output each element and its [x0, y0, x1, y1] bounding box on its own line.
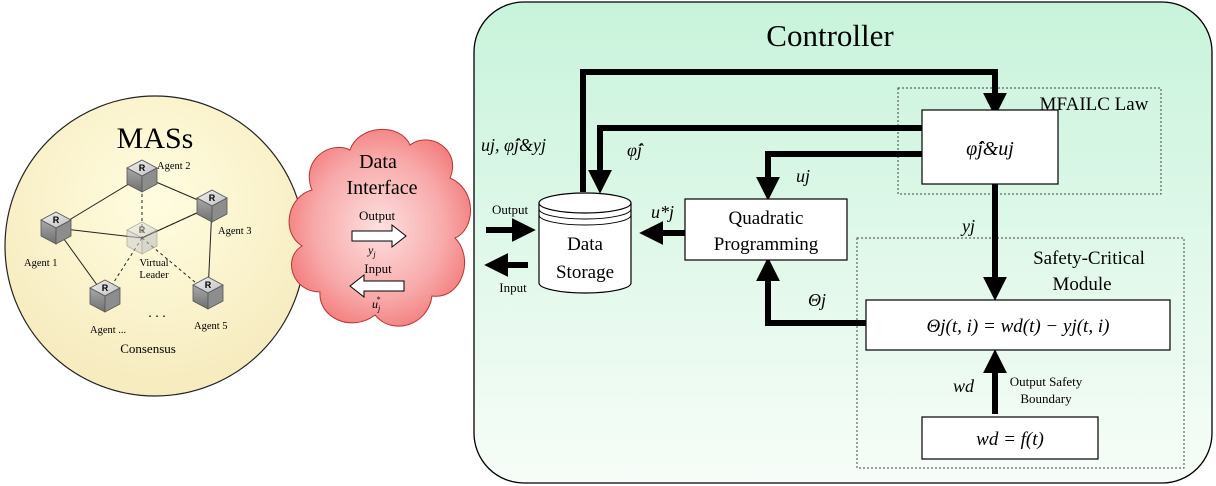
cloud-shape — [288, 129, 471, 327]
arrow-phi-to-storage — [588, 125, 922, 194]
agent-1-label: Agent 1 — [24, 258, 58, 269]
agent-1-icon: R — [40, 211, 72, 245]
signal-u: uj — [796, 166, 810, 186]
virtual-leader-icon: R — [126, 221, 158, 255]
safety-label-1: Safety-Critical — [1033, 248, 1145, 269]
qp-box — [684, 198, 848, 261]
storage-input-label: Input — [499, 280, 527, 295]
interface-output-signal: yj — [367, 243, 376, 259]
signal-wd: wd — [953, 376, 975, 396]
agent-3-icon: R — [196, 189, 228, 223]
wd-box — [921, 416, 1099, 460]
agent-n-label: Agent ... — [90, 325, 126, 336]
controller-panel: Controller MFAILC Law Safety-Critical Mo… — [473, 1, 1213, 484]
storage-label-2: Storage — [556, 262, 614, 283]
theta-box-text: Θj(t, i) = wd(t) − yj(t, i) — [927, 316, 1110, 337]
output-safety-label-2: Boundary — [1020, 391, 1072, 406]
storage-output-label: Output — [492, 202, 529, 217]
interface-input-label: Input — [364, 261, 392, 276]
agent-5-icon: R — [192, 276, 224, 310]
cylinder-ring — [538, 208, 632, 220]
data-interface-cloud: Data Interface Output yj Input uj* — [288, 129, 471, 327]
arrow-storage-to-mfailc — [580, 69, 1007, 192]
mas-panel: MASs Consensus R R — [4, 95, 306, 397]
mfailc-label: MFAILC Law — [1040, 94, 1149, 115]
wd-box-text: wd = f(t) — [976, 429, 1044, 450]
cylinder-ring — [538, 214, 632, 226]
agent-glyph: R — [205, 280, 212, 290]
storage-label-1: Data — [567, 234, 603, 255]
output-hollow-arrow-icon — [351, 223, 407, 249]
controller-title: Controller — [766, 18, 894, 53]
agent-5-label: Agent 5 — [194, 321, 228, 332]
agent-glyph: R — [53, 215, 60, 225]
agents-ellipsis: . . . — [148, 306, 166, 321]
signal-theta: Θj — [808, 290, 826, 310]
agent-2-label: Agent 2 — [157, 161, 191, 172]
agent-glyph: R — [139, 163, 146, 173]
mas-footer: Consensus — [120, 341, 176, 356]
mfailc-box — [921, 109, 1059, 185]
signal-arrows — [484, 69, 1007, 414]
mas-title: MASs — [117, 122, 194, 155]
cylinder-top — [538, 192, 632, 214]
output-safety-label-1: Output Safety — [1010, 374, 1083, 389]
signal-u-phi-y: uj, φ̂j&yj — [481, 135, 546, 155]
agent-n-icon: R — [89, 279, 121, 313]
signal-ustar: u*j — [651, 202, 674, 222]
safety-label-2: Module — [1052, 274, 1111, 295]
signal-y: yj — [960, 216, 975, 236]
interface-title-1: Data — [359, 151, 397, 173]
virtual-leader-label-2: Leader — [139, 270, 169, 281]
agent-3-label: Agent 3 — [218, 226, 252, 237]
safety-module-box — [856, 237, 1185, 469]
interface-output-label: Output — [359, 208, 396, 223]
interface-input-signal: uj* — [372, 295, 381, 313]
virtual-leader-label-1: Virtual — [139, 258, 168, 269]
signal-phi: φ̂j — [627, 140, 644, 160]
cylinder-body — [538, 203, 632, 294]
data-storage-cylinder: Data Storage — [538, 192, 632, 294]
mfailc-box-text: φ̂j&uj — [966, 138, 1014, 160]
agent-glyph: R — [209, 193, 216, 203]
agent-glyph: R — [102, 283, 109, 293]
qp-label-2: Programming — [714, 234, 819, 255]
input-hollow-arrow-icon — [349, 273, 405, 299]
agent-2-icon: R — [126, 159, 158, 193]
arrow-theta-to-qp — [756, 257, 866, 326]
theta-box — [865, 299, 1171, 351]
agent-glyph: R — [139, 225, 146, 235]
qp-label-1: Quadratic — [729, 208, 804, 229]
mfailc-module-box — [897, 87, 1162, 195]
interface-title-2: Interface — [346, 177, 417, 199]
arrow-u-to-qp — [756, 151, 922, 201]
